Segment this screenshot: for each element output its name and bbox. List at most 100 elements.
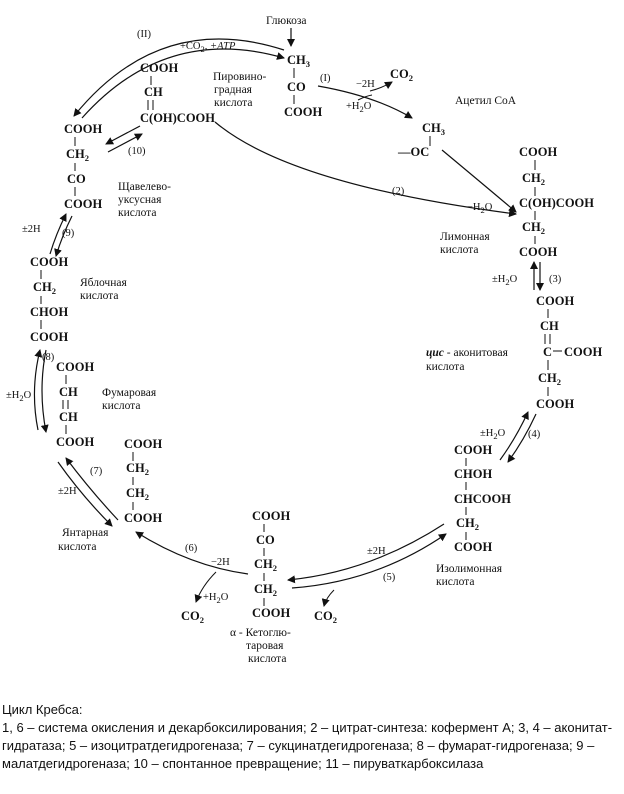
co2-release-arrow-6 bbox=[194, 571, 217, 603]
svg-text:COOH: COOH bbox=[454, 540, 492, 554]
svg-text:CH2: CH2 bbox=[33, 280, 56, 296]
reaction-5-arrow-forward bbox=[287, 523, 445, 584]
acetyl-to-citrate-arrow bbox=[441, 149, 517, 213]
co2-bottom-left: CO2 bbox=[181, 609, 204, 625]
reaction-7-number: (7) bbox=[90, 466, 103, 477]
svg-text:COOH: COOH bbox=[64, 197, 102, 211]
caption-title: Цикл Кребса: bbox=[2, 702, 83, 717]
reaction-6-plus-h2o: +H2O bbox=[203, 592, 229, 605]
svg-text:Щавелево-: Щавелево- bbox=[118, 181, 171, 193]
succinic-acid-formula: COOH CH2 CH2 COOH bbox=[124, 437, 162, 525]
svg-text:COOH: COOH bbox=[519, 245, 557, 259]
isocitric-acid-label: Изолимонная кислота bbox=[436, 563, 503, 588]
svg-text:CH2: CH2 bbox=[254, 557, 277, 573]
co2-release-arrow-5 bbox=[321, 589, 335, 607]
svg-text:COOH: COOH bbox=[56, 360, 94, 374]
pyruvate-label: Пировино- градная кислота bbox=[213, 71, 266, 109]
reaction-7-arrow-forward bbox=[65, 457, 119, 521]
caption-body: 1, 6 – система окисления и декарбоксилир… bbox=[2, 720, 613, 771]
reaction-5-arrow-back bbox=[291, 533, 447, 589]
fumaric-acid-formula: COOH CH CH COOH bbox=[56, 360, 94, 449]
reaction-3-number: (3) bbox=[549, 274, 562, 285]
reaction-1-arrow bbox=[317, 85, 413, 119]
svg-text:—OC: —OC bbox=[397, 145, 429, 159]
svg-text:COOH: COOH bbox=[64, 122, 102, 136]
svg-text:CO: CO bbox=[256, 533, 275, 547]
citric-acid-label: Лимонная кислота bbox=[440, 231, 490, 256]
cis-aconitic-acid-formula: COOH CH C COOH CH2 COOH bbox=[536, 294, 602, 411]
h2o-input-arrow-1 bbox=[357, 94, 373, 101]
krebs-cycle-diagram: Глюкоза CH3 CO COOH Пировино- градная ки… bbox=[6, 15, 602, 665]
svg-text:COOH: COOH bbox=[140, 61, 178, 75]
oxaloacetic-acid-label: Щавелево- уксусная кислота bbox=[118, 181, 171, 219]
reaction-9-arrow-back bbox=[54, 215, 73, 257]
reaction-11-cofactors: +CO2, +ATP bbox=[180, 41, 236, 54]
reaction-4-number: (4) bbox=[528, 429, 541, 440]
svg-text:Пировино-: Пировино- bbox=[213, 71, 266, 83]
svg-text:кислота: кислота bbox=[102, 400, 140, 412]
svg-text:кислота: кислота bbox=[248, 653, 286, 665]
reaction-8-pm-h2o: ±H2O bbox=[6, 390, 32, 403]
reaction-3-pm-h2o: ±H2O bbox=[492, 274, 518, 287]
reaction-11-arrow-inner bbox=[81, 48, 285, 119]
reaction-9-arrow-forward bbox=[49, 213, 67, 255]
reaction-5-pm2h: ±2H bbox=[367, 546, 386, 557]
reaction-5-number: (5) bbox=[383, 572, 396, 583]
svg-text:COOH: COOH bbox=[56, 435, 94, 449]
svg-text:C(OH)COOH: C(OH)COOH bbox=[519, 196, 594, 210]
svg-text:Изолимонная: Изолимонная bbox=[436, 563, 503, 575]
reaction-11-arrow-outer bbox=[73, 38, 285, 117]
svg-text:COOH: COOH bbox=[536, 294, 574, 308]
figure-caption: Цикл Кребса: 1, 6 – система окисления и … bbox=[2, 701, 620, 773]
svg-text:COOH: COOH bbox=[124, 437, 162, 451]
svg-text:CH: CH bbox=[144, 85, 163, 99]
reaction-2-number: (2) bbox=[392, 186, 405, 197]
svg-text:COOH: COOH bbox=[536, 397, 574, 411]
pyruvate-formula: CH3 CO COOH bbox=[284, 53, 322, 119]
reaction-8-arrow-forward bbox=[33, 349, 43, 431]
svg-text:цис - аконитовая: цис - аконитовая bbox=[426, 347, 509, 359]
co2-top-right: CO2 bbox=[390, 67, 413, 83]
svg-text:кислота: кислота bbox=[436, 576, 474, 588]
acetyl-coa-formula: CH3 —OC bbox=[397, 121, 445, 159]
svg-text:COOH: COOH bbox=[30, 330, 68, 344]
reaction-11-number: (II) bbox=[137, 29, 151, 40]
svg-text:CH2: CH2 bbox=[456, 516, 479, 532]
svg-text:кислота: кислота bbox=[118, 207, 156, 219]
svg-text:Янтарная: Янтарная bbox=[62, 527, 109, 539]
svg-text:CO: CO bbox=[67, 172, 86, 186]
svg-text:COOH: COOH bbox=[564, 345, 602, 359]
svg-text:CH2: CH2 bbox=[538, 371, 561, 387]
reaction-10-arrow-forward bbox=[105, 125, 141, 145]
svg-text:кислота: кислота bbox=[426, 361, 464, 373]
svg-text:CHCOOH: CHCOOH bbox=[454, 492, 511, 506]
svg-text:CH2: CH2 bbox=[522, 220, 545, 236]
svg-text:CH: CH bbox=[59, 385, 78, 399]
reaction-6-number: (6) bbox=[185, 543, 198, 554]
svg-text:COOH: COOH bbox=[252, 509, 290, 523]
svg-text:CH: CH bbox=[540, 319, 559, 333]
reaction-7-pm2h: ±2H bbox=[58, 486, 77, 497]
svg-text:CHOH: CHOH bbox=[454, 467, 492, 481]
reaction-8-number: (8) bbox=[42, 352, 55, 363]
svg-text:CH2: CH2 bbox=[254, 582, 277, 598]
reaction-9-number: (9) bbox=[62, 228, 75, 239]
svg-text:кислота: кислота bbox=[214, 97, 252, 109]
svg-text:Яблочная: Яблочная bbox=[80, 277, 127, 289]
reaction-4-pm-h2o: ±H2O bbox=[480, 428, 506, 441]
svg-text:COOH: COOH bbox=[252, 606, 290, 620]
svg-text:C(OH)COOH: C(OH)COOH bbox=[140, 111, 215, 125]
svg-text:CH3: CH3 bbox=[422, 121, 445, 137]
svg-text:кислота: кислота bbox=[80, 290, 118, 302]
svg-text:кислота: кислота bbox=[440, 244, 478, 256]
reaction-8-arrow-back bbox=[40, 349, 49, 433]
reaction-10-arrow-back bbox=[107, 133, 143, 153]
citric-acid-formula: COOH CH2 C(OH)COOH CH2 COOH bbox=[519, 145, 594, 259]
succinic-acid-label: Янтарная кислота bbox=[58, 527, 109, 553]
reaction-1-plus-h2o: +H2O bbox=[346, 101, 372, 114]
svg-text:COOH: COOH bbox=[124, 511, 162, 525]
svg-text:кислота: кислота bbox=[58, 541, 96, 553]
reaction-6-minus2h: −2H bbox=[211, 557, 230, 568]
co2-release-arrow-1 bbox=[369, 81, 393, 92]
